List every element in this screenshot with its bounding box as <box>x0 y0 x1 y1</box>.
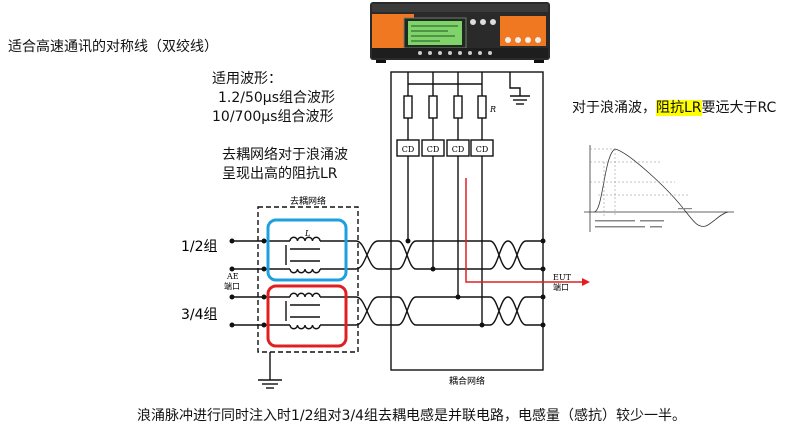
lr-note: 对于浪涌波，阻抗LR要远大于RC <box>572 97 776 117</box>
cd-label: CD <box>452 145 465 154</box>
surge-generator-icon <box>370 2 550 63</box>
eut-port-label: 端口 <box>553 282 569 292</box>
lr-note-suffix: 要远大于RC <box>701 100 777 116</box>
ae-label: AE <box>226 272 239 281</box>
page-title: 适合高速通讯的对称线（双绞线） <box>8 39 218 55</box>
coupling-network-label: 耦合网络 <box>449 375 485 387</box>
red-highlight-box <box>266 284 348 348</box>
surge-waveform-thumbnail <box>584 145 734 232</box>
group-12-label: 1/2组 <box>181 239 218 255</box>
waveform-heading: 适用波形： <box>212 71 282 87</box>
decoupling-note-line: 呈现出高的阻抗LR <box>222 166 338 182</box>
surge-path-arrow-icon <box>465 178 590 286</box>
lr-note-highlight: 阻抗LR <box>656 100 702 116</box>
decoupling-network-box <box>257 206 359 353</box>
waveform-item: 10/700μs组合波形 <box>212 109 334 125</box>
inductor-label: L <box>304 229 310 238</box>
cd-label: CD <box>476 145 489 154</box>
cd-label: CD <box>402 145 415 154</box>
blue-highlight-box <box>266 218 348 282</box>
bottom-note: 浪涌脉冲进行同时注入时1/2组对3/4组去耦电感是并联电路，电感量（感抗）较少一… <box>137 408 687 424</box>
waveform-list: 适用波形： 1.2/50μs组合波形 10/700μs组合波形 <box>212 70 335 127</box>
decoupling-note-line: 去耦网络对于浪涌波 <box>222 147 348 163</box>
waveform-item: 1.2/50μs组合波形 <box>218 90 335 106</box>
coupling-network-box <box>390 71 544 371</box>
cd-label: CD <box>427 145 440 154</box>
resistor-label: R <box>489 105 496 114</box>
ae-port-label: 端口 <box>224 281 240 291</box>
group-34-label: 3/4组 <box>181 307 218 323</box>
decoupling-network-label: 去耦网络 <box>290 195 326 207</box>
decoupling-note: 去耦网络对于浪涌波 呈现出高的阻抗LR <box>222 146 348 184</box>
eut-label: EUT <box>553 273 572 282</box>
lr-note-prefix: 对于浪涌波， <box>572 100 656 116</box>
